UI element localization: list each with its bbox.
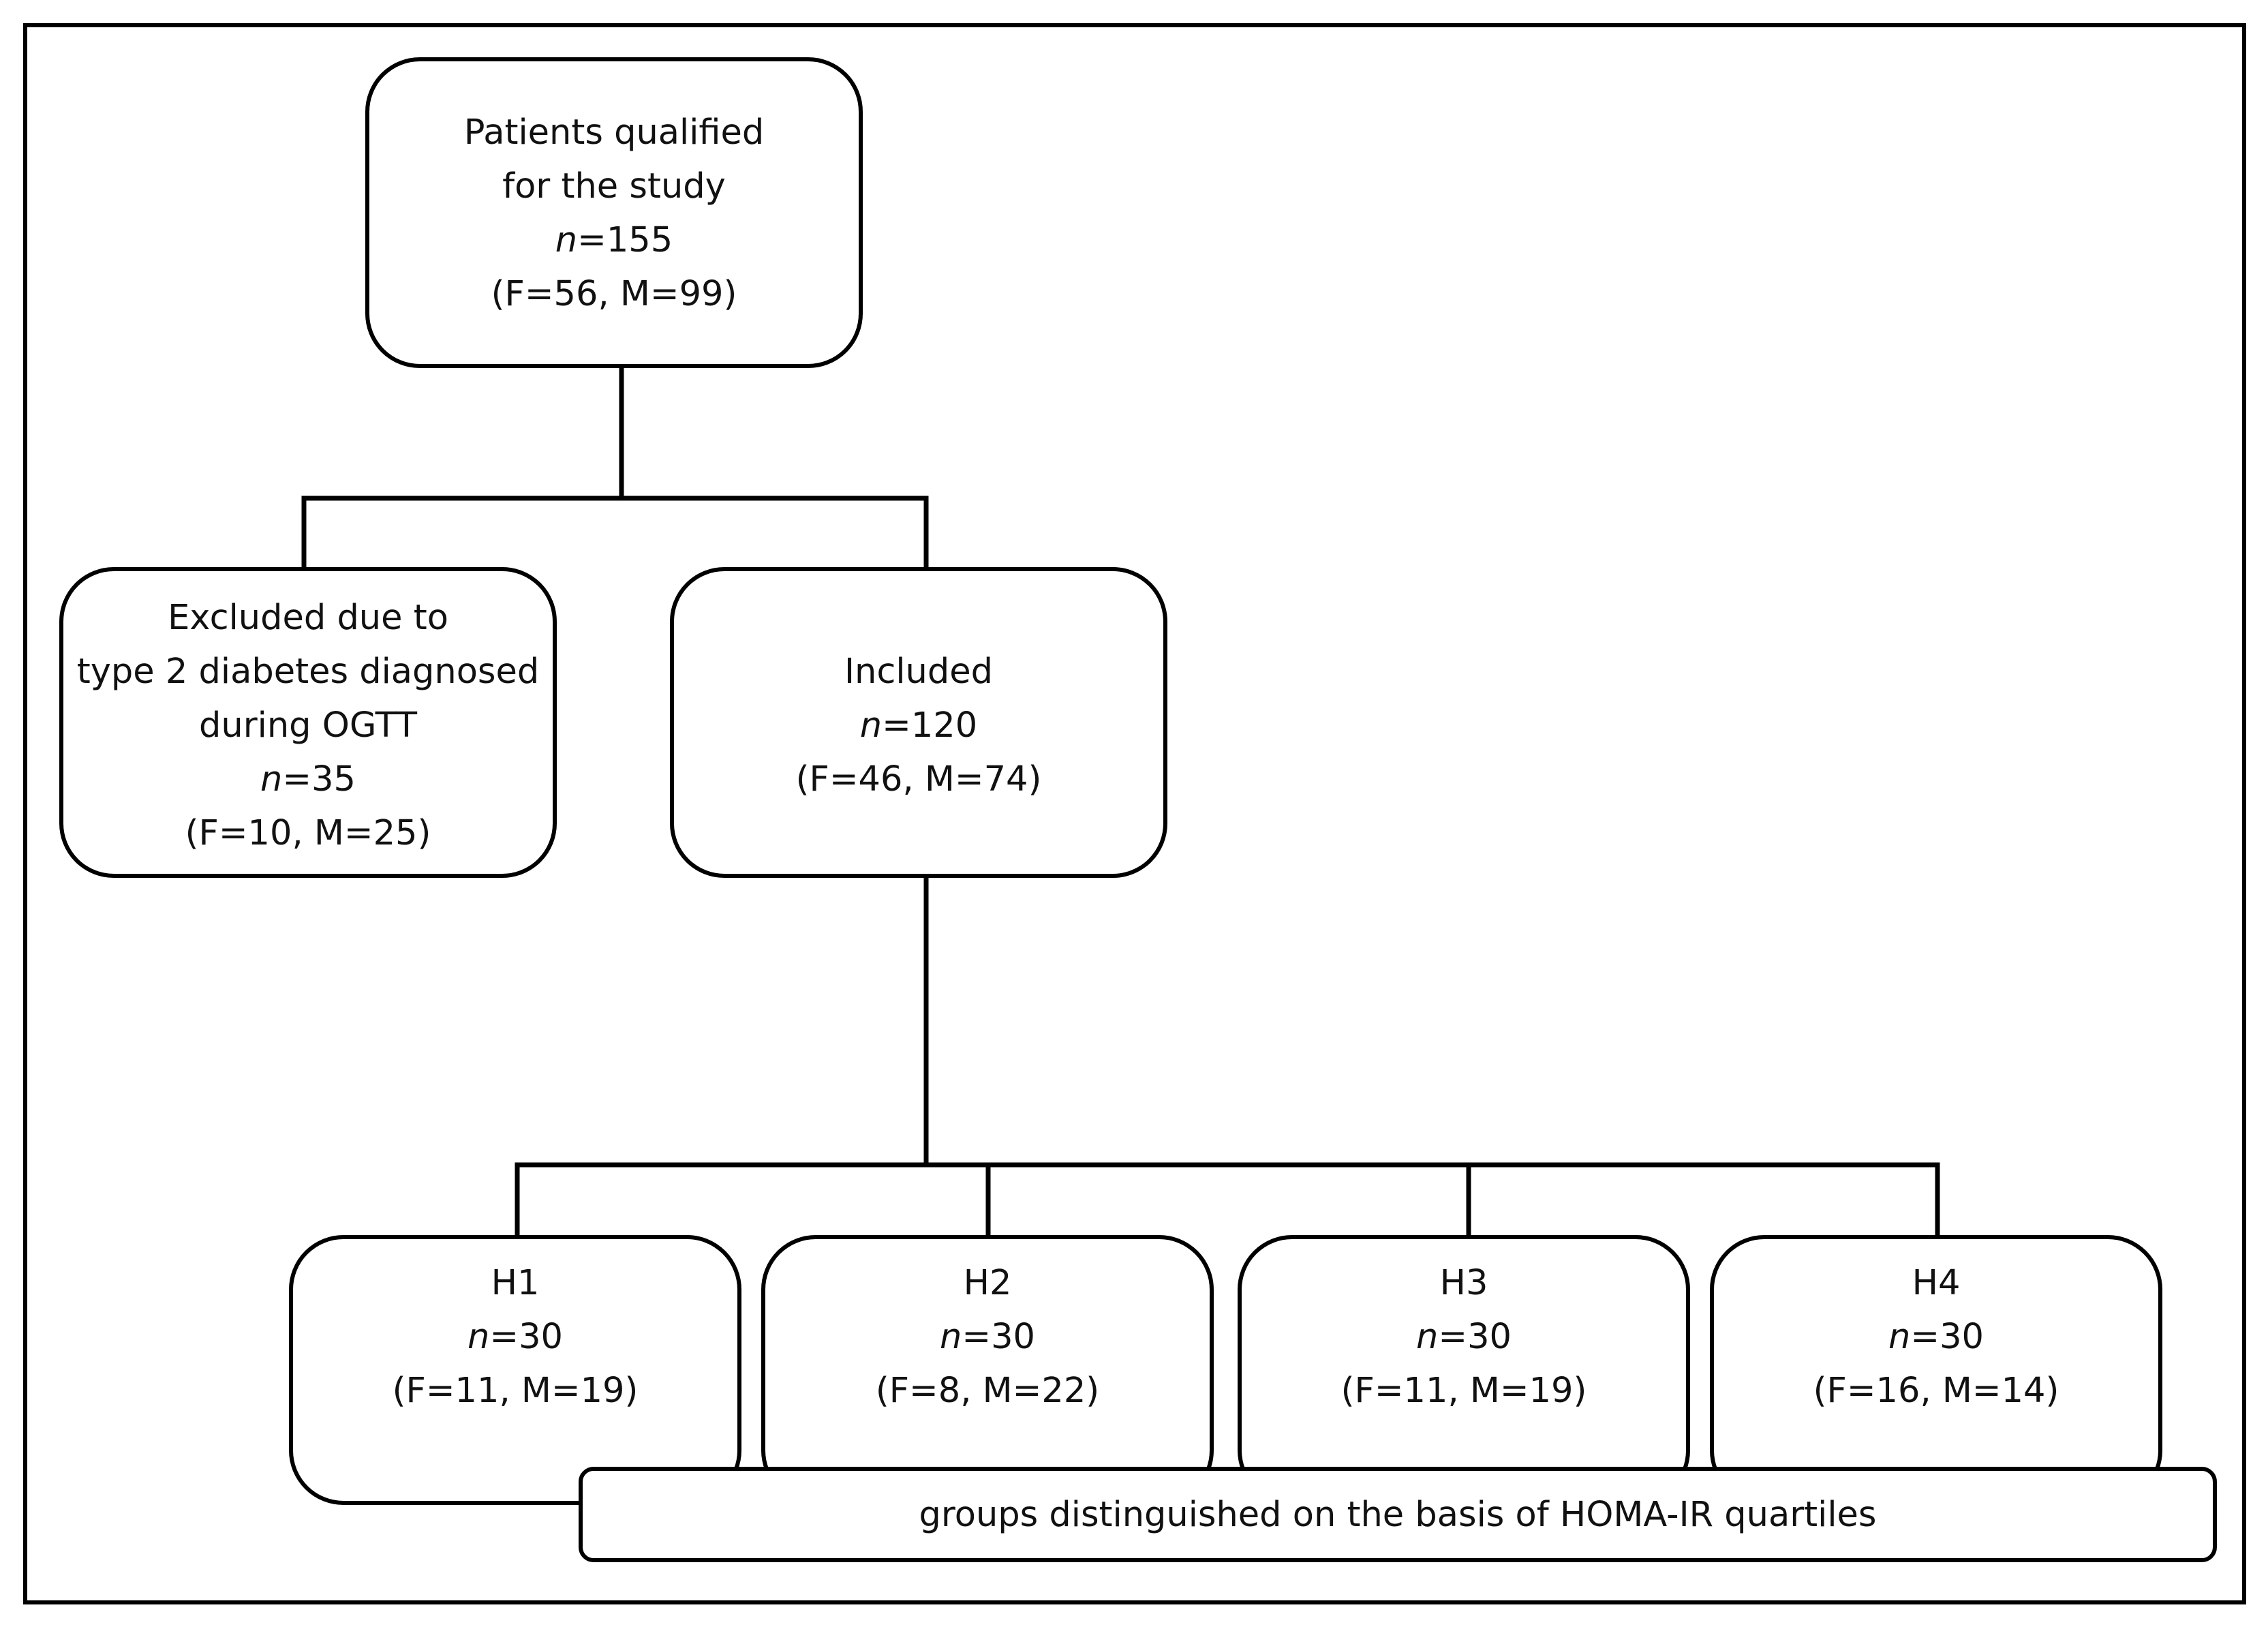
root-box: Patients qualified for the study n=155 (… [365, 57, 863, 368]
n-symbol: n [1888, 1317, 1911, 1357]
group-breakdown: (F=11, M=19) [392, 1371, 639, 1411]
n-symbol: n [260, 759, 283, 800]
group-count: n=30 [1416, 1310, 1512, 1364]
excluded-breakdown: (F=10, M=25) [185, 813, 431, 853]
n-symbol: n [940, 1317, 962, 1357]
excluded-line-1: Excluded due to [168, 598, 448, 638]
included-box: Included n=120 (F=46, M=74) [670, 567, 1167, 878]
group-label: H1 [491, 1263, 540, 1303]
root-count: n=155 [555, 213, 673, 267]
included-count: n=120 [860, 699, 977, 752]
root-breakdown: (F=56, M=99) [491, 274, 737, 314]
group-box-h4: H4 n=30 (F=16, M=14) [1710, 1235, 2162, 1505]
excluded-count: n=35 [260, 752, 356, 806]
group-breakdown: (F=11, M=19) [1340, 1371, 1587, 1411]
quartile-caption-box: groups distinguished on the basis of HOM… [579, 1467, 2217, 1562]
included-count-value: =120 [882, 705, 978, 746]
group-box-h2: H2 n=30 (F=8, M=22) [761, 1235, 1214, 1505]
n-symbol: n [1416, 1317, 1439, 1357]
root-title-line-2: for the study [502, 166, 726, 207]
group-count-value: =30 [1910, 1317, 1984, 1357]
group-box-h1: H1 n=30 (F=11, M=19) [289, 1235, 741, 1505]
figure-frame [23, 23, 2246, 1604]
n-symbol: n [859, 705, 883, 746]
group-count-value: =30 [489, 1317, 563, 1357]
root-title-line-1: Patients qualified [463, 112, 765, 153]
group-count: n=30 [940, 1310, 1035, 1364]
group-count: n=30 [468, 1310, 563, 1364]
excluded-line-2: type 2 diabetes diagnosed [76, 652, 540, 692]
group-label: H3 [1439, 1263, 1488, 1303]
excluded-count-value: =35 [282, 759, 356, 800]
group-label: H4 [1912, 1263, 1961, 1303]
included-breakdown: (F=46, M=74) [795, 759, 1042, 800]
n-symbol: n [555, 220, 578, 260]
root-count-value: =155 [577, 220, 673, 260]
group-breakdown: (F=16, M=14) [1813, 1371, 2059, 1411]
group-box-h3: H3 n=30 (F=11, M=19) [1238, 1235, 1690, 1505]
group-count: n=30 [1888, 1310, 1984, 1364]
excluded-box: Excluded due to type 2 diabetes diagnose… [59, 567, 557, 878]
included-title: Included [844, 652, 994, 692]
n-symbol: n [468, 1317, 490, 1357]
excluded-line-3: during OGTT [199, 705, 417, 746]
group-label: H2 [963, 1263, 1012, 1303]
group-count-value: =30 [1438, 1317, 1512, 1357]
group-count-value: =30 [962, 1317, 1035, 1357]
quartile-caption-text: groups distinguished on the basis of HOM… [919, 1494, 1877, 1535]
group-breakdown: (F=8, M=22) [875, 1371, 1100, 1411]
